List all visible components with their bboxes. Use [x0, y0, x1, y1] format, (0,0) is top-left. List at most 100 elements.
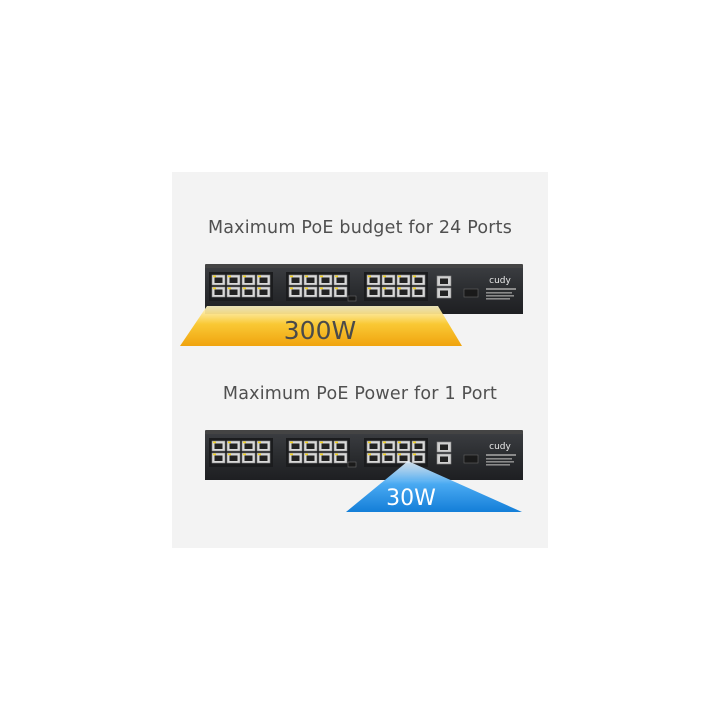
spec-label-line: [486, 464, 510, 466]
budget-glow-shape: [180, 306, 462, 346]
poe-led: [335, 453, 338, 456]
poe-led: [335, 275, 338, 278]
rj45-port-jack: [336, 443, 345, 449]
sfp-port: [463, 288, 479, 298]
rj45-port-jack: [399, 277, 408, 283]
poe-led: [258, 441, 261, 444]
rj45-port-jack: [399, 289, 408, 295]
rj45-port-jack: [229, 455, 238, 461]
poe-led: [368, 287, 371, 290]
poe-led: [383, 275, 386, 278]
rj45-port-jack: [384, 289, 393, 295]
per-port-value-label: 30W: [386, 486, 436, 511]
poe-led: [320, 287, 323, 290]
rj45-port-jack: [414, 455, 423, 461]
console-port: [347, 461, 357, 468]
spec-label-line: [486, 295, 514, 297]
rj45-port-jack: [414, 443, 423, 449]
poe-led: [228, 287, 231, 290]
poe-led: [413, 275, 416, 278]
rj45-port-jack: [369, 289, 378, 295]
poe-led: [243, 441, 246, 444]
rj45-port-jack: [259, 455, 268, 461]
switch-bottom-lid: [205, 430, 523, 435]
rj45-port-jack: [244, 277, 253, 283]
poe-led: [213, 275, 216, 278]
rj45-port-jack: [229, 443, 238, 449]
sfp-port: [463, 454, 479, 464]
rj45-port-jack: [399, 443, 408, 449]
poe-led: [398, 287, 401, 290]
uplink-ports: [436, 275, 452, 299]
poe-led: [368, 275, 371, 278]
port-group-3: [364, 272, 428, 301]
rj45-port-jack: [336, 455, 345, 461]
budget-value-label: 300W: [284, 316, 356, 345]
poe-led: [290, 453, 293, 456]
poe-led: [368, 441, 371, 444]
rj45-port-jack: [336, 277, 345, 283]
spec-label-line: [486, 461, 514, 463]
brand-logo: cudy: [489, 276, 511, 286]
console-port: [347, 295, 357, 302]
rj45-port-jack: [306, 443, 315, 449]
poe-led: [413, 287, 416, 290]
spec-label-line: [486, 288, 516, 290]
poe-led: [290, 275, 293, 278]
rj45-port-jack: [384, 455, 393, 461]
port-group-1: [209, 272, 273, 301]
rj45-port-jack: [291, 289, 300, 295]
switch-top-lid: [205, 264, 523, 269]
port-group-2: [286, 438, 350, 467]
rj45-port-jack: [259, 443, 268, 449]
poe-led: [305, 453, 308, 456]
poe-led: [290, 287, 293, 290]
port-group-1: [209, 438, 273, 467]
rj45-port-jack: [214, 277, 223, 283]
rj45-port-jack: [306, 455, 315, 461]
poe-led: [228, 275, 231, 278]
poe-led: [320, 453, 323, 456]
poe-led: [258, 275, 261, 278]
rj45-port-jack: [306, 277, 315, 283]
rj45-port-jack: [321, 277, 330, 283]
poe-led: [213, 287, 216, 290]
rj45-port-jack: [244, 443, 253, 449]
spec-label-line: [486, 454, 516, 456]
rj45-port-jack: [229, 289, 238, 295]
brand-logo: cudy: [489, 442, 511, 452]
rj45-port-jack: [214, 455, 223, 461]
poe-led: [383, 441, 386, 444]
poe-led: [398, 441, 401, 444]
rj45-port-jack: [291, 277, 300, 283]
poe-led: [305, 287, 308, 290]
rj45-port-jack: [399, 455, 408, 461]
poe-led: [305, 441, 308, 444]
rj45-port-jack: [306, 289, 315, 295]
rj45-port-jack: [414, 277, 423, 283]
poe-led: [320, 441, 323, 444]
rj45-port-jack: [259, 289, 268, 295]
rj45-port-jack: [369, 277, 378, 283]
poe-led: [383, 453, 386, 456]
spec-label-line: [486, 298, 510, 300]
rj45-port-jack: [384, 443, 393, 449]
rj45-port-jack: [291, 455, 300, 461]
poe-led: [258, 453, 261, 456]
rj45-port-jack: [321, 455, 330, 461]
spec-label-line: [486, 292, 512, 294]
rj45-port-jack: [244, 289, 253, 295]
uplink-rj45-jack: [440, 444, 448, 450]
rj45-port-jack: [229, 277, 238, 283]
poe-led: [413, 441, 416, 444]
poe-led: [243, 287, 246, 290]
poe-led: [383, 287, 386, 290]
poe-led: [213, 453, 216, 456]
rj45-port-jack: [384, 277, 393, 283]
poe-led: [320, 275, 323, 278]
uplink-ports: [436, 441, 452, 465]
poe-led: [398, 453, 401, 456]
poe-per-port-badge: 30W: [346, 461, 522, 512]
poe-led: [228, 441, 231, 444]
